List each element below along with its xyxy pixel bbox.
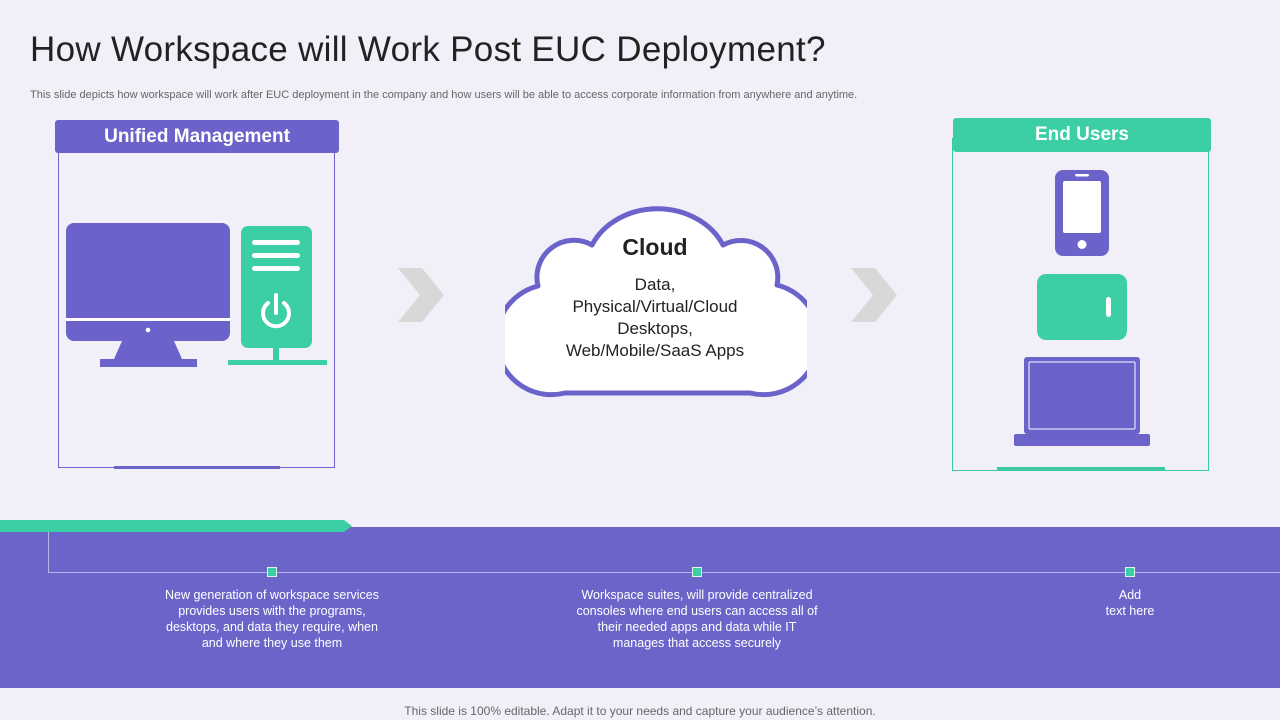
accent-arrow-bar <box>0 520 352 532</box>
timeline-connector <box>48 532 49 573</box>
cloud-line: Desktops, <box>617 319 693 338</box>
slide-footer: This slide is 100% editable. Adapt it to… <box>404 704 876 718</box>
timeline-line <box>48 572 1280 573</box>
timeline-marker <box>267 567 277 577</box>
timeline-text: New generation of workspace services pro… <box>137 587 407 651</box>
page-title: How Workspace will Work Post EUC Deploym… <box>30 30 826 69</box>
page-subtitle: This slide depicts how workspace will wo… <box>30 89 858 101</box>
laptop-icon <box>1014 357 1150 446</box>
cloud-line: Web/Mobile/SaaS Apps <box>565 341 745 360</box>
timeline-text-line: consoles where end users can access all … <box>576 604 818 618</box>
timeline-text-line: their needed apps and data while IT <box>597 620 797 634</box>
bottom-band <box>0 527 1280 688</box>
timeline-text-line: New generation of workspace services <box>165 588 379 602</box>
chevron-right-icon <box>851 268 897 322</box>
timeline-text-line: Add <box>1118 588 1142 602</box>
timeline-text-line: provides users with the programs, <box>178 604 366 618</box>
panel-bottom-accent <box>997 467 1165 470</box>
unified-management-header: Unified Management <box>55 120 339 153</box>
desktop-computer-icon <box>66 223 327 367</box>
timeline-text: Workspace suites, will provide centraliz… <box>552 587 842 651</box>
timeline-text-line: text here <box>1105 604 1155 618</box>
timeline-text-line: desktops, and data they require, when <box>166 620 378 634</box>
tablet-icon <box>1037 274 1127 340</box>
timeline-text-line: Workspace suites, will provide centraliz… <box>581 588 813 602</box>
panel-bottom-accent <box>114 466 280 469</box>
timeline-text-line: manages that access securely <box>612 636 782 650</box>
end-users-header: End Users <box>953 118 1211 152</box>
cloud-icon <box>505 206 807 398</box>
timeline-text: Add text here <box>1070 587 1190 619</box>
cloud-line: Data, <box>634 275 676 294</box>
chevron-right-icon <box>398 268 444 322</box>
timeline-marker <box>692 567 702 577</box>
timeline-marker <box>1125 567 1135 577</box>
cloud-description: Data, Physical/Virtual/Cloud Desktops, W… <box>540 274 770 362</box>
cloud-title: Cloud <box>622 234 688 260</box>
timeline-text-line: and where they use them <box>201 636 343 650</box>
cloud-line: Physical/Virtual/Cloud <box>572 297 738 316</box>
smartphone-icon <box>1055 170 1109 256</box>
